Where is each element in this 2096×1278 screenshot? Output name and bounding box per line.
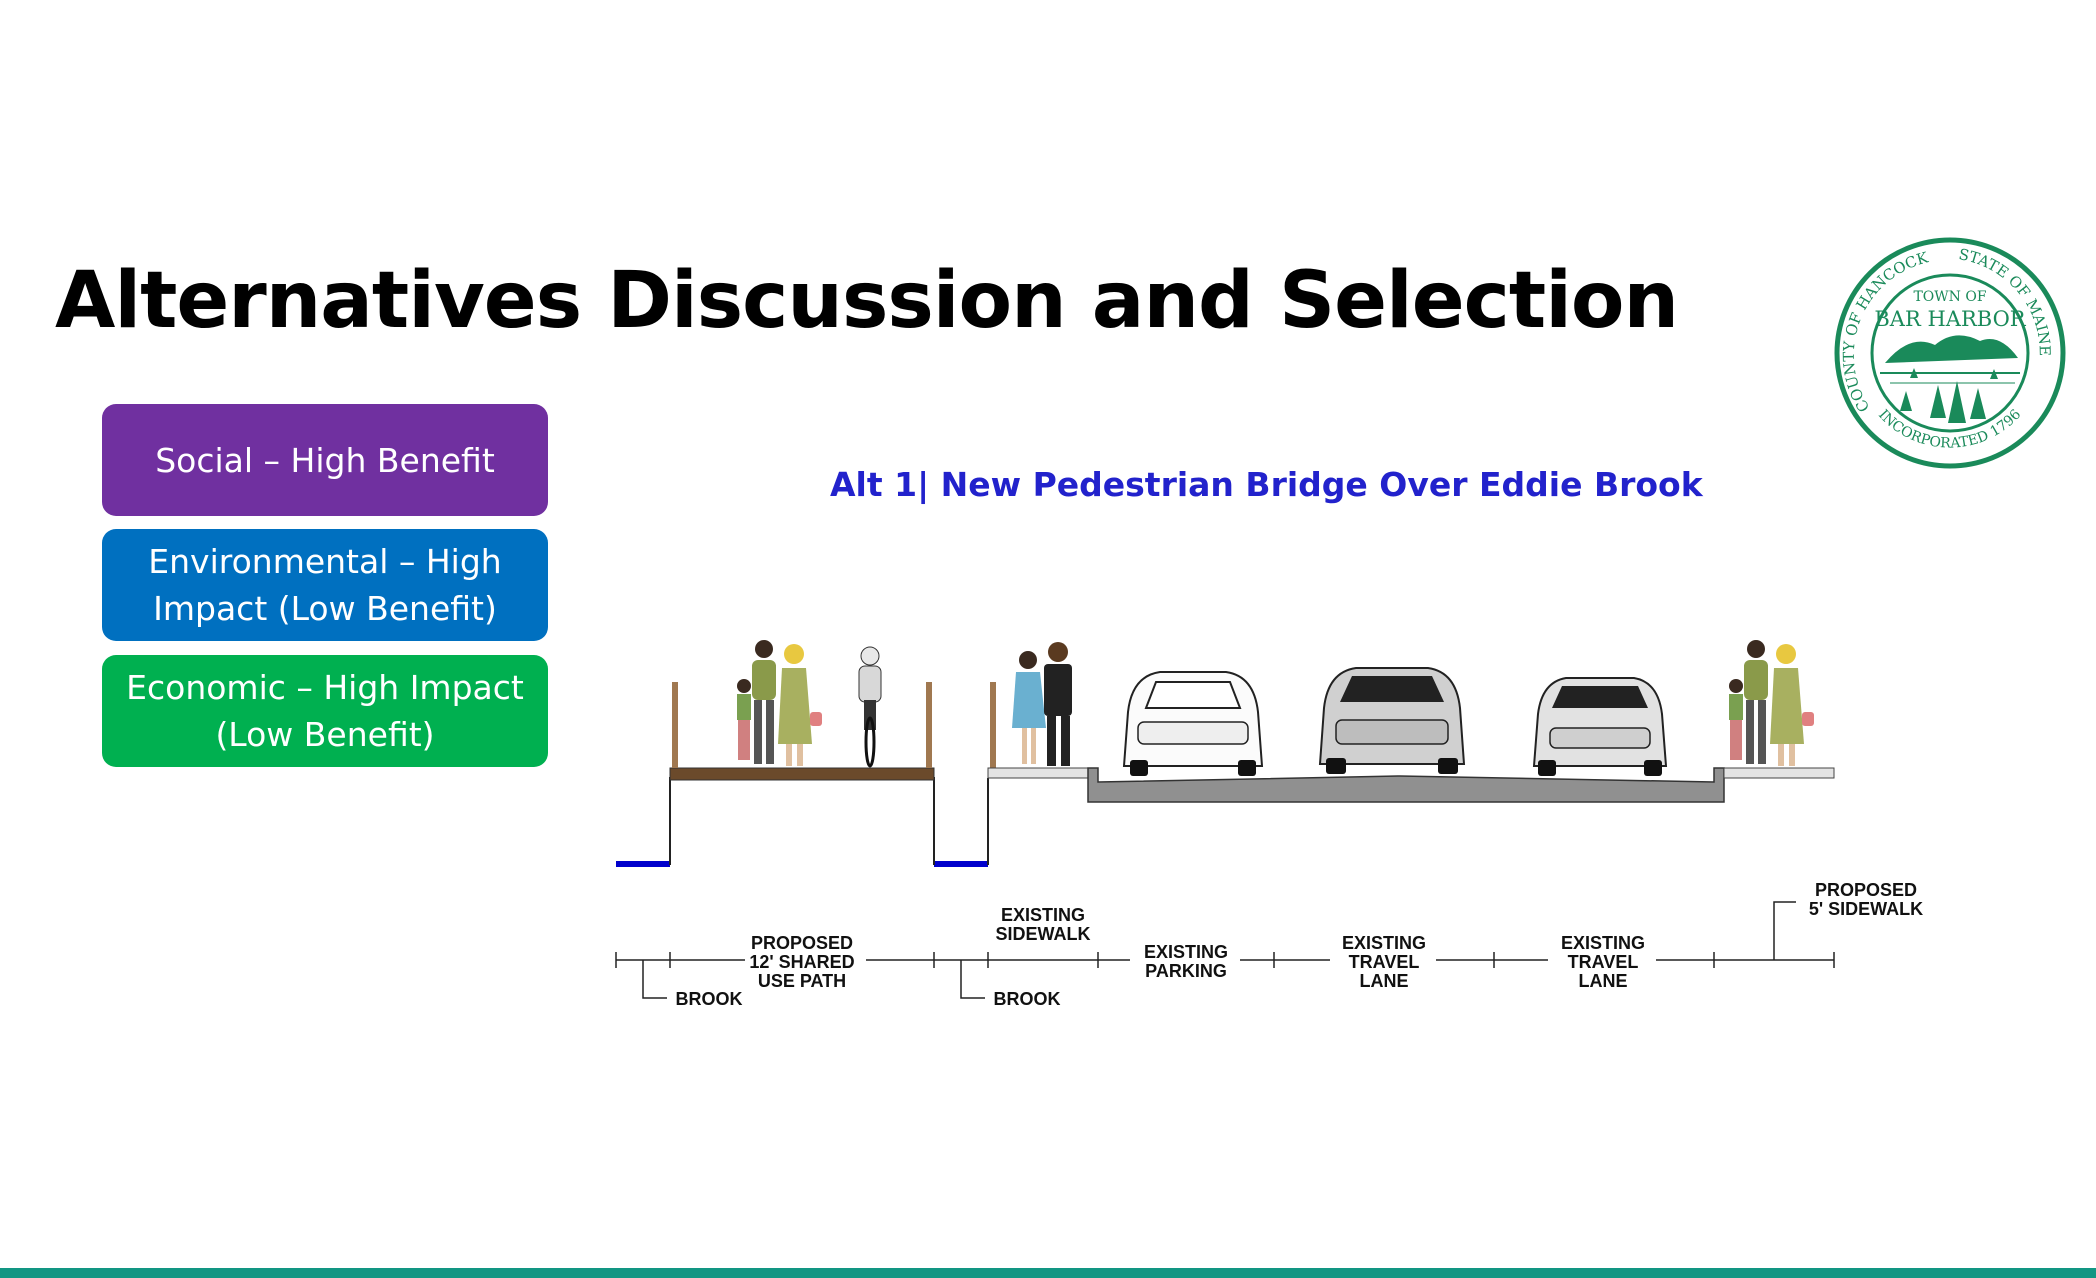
seal-trees-icon [1900,381,1986,423]
environmental-criterion-box: Environmental – High Impact (Low Benefit… [102,529,548,641]
social-criterion-label: Social – High Benefit [155,440,495,480]
pedestrian-family-icon [737,640,822,766]
alternative-subtitle: Alt 1| New Pedestrian Bridge Over Eddie … [830,465,1703,504]
label-travel-lane-1-line3: LANE [1360,971,1409,991]
brook-water-left [616,861,670,867]
pedestrian-couple-icon [1012,642,1072,766]
travel-lane-car-1-icon [1318,667,1466,774]
label-existing-sidewalk-line2: SIDEWALK [995,924,1090,944]
economic-criterion-label: Economic – High Impact (Low Benefit) [126,668,524,754]
slide-title: Alternatives Discussion and Selection [55,256,1679,346]
economic-criterion-box: Economic – High Impact (Low Benefit) [102,655,548,767]
label-parking-line2: PARKING [1145,961,1227,981]
proposed-sidewalk-slab [1723,767,1835,779]
label-shared-path-line3: USE PATH [758,971,846,991]
seal-town-of: TOWN OF [1913,289,1986,305]
label-travel-lane-2-line1: EXISTING [1561,933,1645,953]
pedestrian-family-icon-2 [1729,640,1814,766]
seal-mountain-icon [1885,335,2018,363]
label-parking-line1: EXISTING [1144,942,1228,962]
label-proposed-sidewalk-line1: PROPOSED [1815,880,1917,900]
social-criterion-box: Social – High Benefit [102,404,548,516]
travel-lane-car-2-icon [1532,677,1668,776]
brook-water-right [934,861,988,867]
label-travel-lane-1-line1: EXISTING [1342,933,1426,953]
label-travel-lane-2-line2: TRAVEL [1568,952,1639,972]
label-shared-path-line2: 12' SHARED [749,952,854,972]
label-existing-sidewalk-line1: EXISTING [1001,905,1085,925]
label-travel-lane-2-line3: LANE [1579,971,1628,991]
label-proposed-sidewalk-line2: 5' SIDEWALK [1809,899,1923,919]
pedestrian-bridge-deck [669,767,935,781]
sidewalk-railing-post [990,682,996,768]
label-shared-path-line1: PROPOSED [751,933,853,953]
label-brook-2: BROOK [994,989,1061,1009]
parked-car-icon [1122,671,1264,776]
label-travel-lane-1-line2: TRAVEL [1349,952,1420,972]
bridge-railing-post-left [672,682,678,768]
town-seal-logo: COUNTY OF HANCOCK STATE OF MAINE INCORPO… [1830,233,2070,473]
cyclist-icon [858,646,882,768]
roadway-surface [1087,767,1725,803]
label-brook-1: BROOK [676,989,743,1009]
seal-town-name: BAR HARBOR [1874,307,2026,331]
footer-accent-bar [0,1268,2096,1278]
bridge-railing-post-right [926,682,932,768]
existing-sidewalk-slab [987,767,1089,779]
dimension-line [615,901,1835,999]
environmental-criterion-label: Environmental – High Impact (Low Benefit… [148,542,502,628]
seal-boats-icon [1910,368,1998,379]
